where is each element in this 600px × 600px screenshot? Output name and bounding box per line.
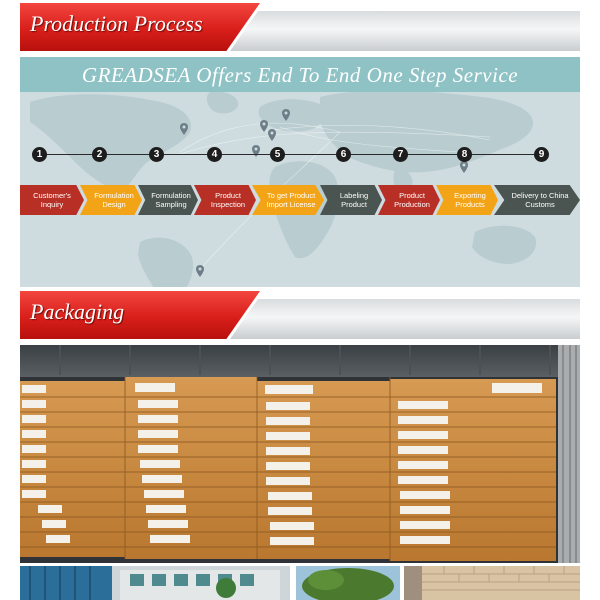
- packaging-photo: [20, 345, 580, 563]
- tree-photo-thumbnail: [296, 566, 400, 600]
- step-exporting-products: Exporting Products: [436, 185, 498, 215]
- tree-photo-image: [296, 566, 400, 600]
- step-number-6: 6: [336, 147, 351, 162]
- service-header: GREADSEA Offers End To End One Step Serv…: [20, 57, 580, 92]
- map-pin-icon: [282, 109, 290, 121]
- step-formulation-design: Formulation Design: [80, 185, 142, 215]
- map-pin-icon: [268, 129, 276, 141]
- banner-gray-band: [230, 11, 580, 51]
- factory-photo-thumbnail: [20, 566, 290, 600]
- step-product-inspection: Product Inspection: [194, 185, 256, 215]
- banner-red-tab: [20, 291, 260, 339]
- step-number-4: 4: [207, 147, 222, 162]
- map-pin-icon: [460, 161, 468, 173]
- cartons-image: [20, 345, 580, 563]
- map-pin-icon: [260, 120, 268, 132]
- step-number-3: 3: [149, 147, 164, 162]
- step-number-1: 1: [32, 147, 47, 162]
- step-formulation-sampling: Formulation Sampling: [138, 185, 198, 215]
- packaging-title: Packaging: [30, 299, 125, 324]
- map-pin-icon: [180, 123, 188, 135]
- map-pin-icon: [252, 145, 260, 157]
- step-customers-inquiry: Customer's Inquiry: [20, 185, 84, 215]
- service-flow-panel: GREADSEA Offers End To End One Step Serv…: [20, 57, 580, 287]
- production-process-banner: Production Process: [20, 3, 580, 51]
- step-delivery-china-customs: Delivery to China Customs: [494, 185, 580, 215]
- packaging-banner: Packaging: [20, 291, 580, 339]
- step-number-5: 5: [270, 147, 285, 162]
- brick-wall-image: [404, 566, 580, 600]
- step-product-production: Product Production: [378, 185, 440, 215]
- steps-connector-line: [42, 154, 542, 155]
- step-number-8: 8: [457, 147, 472, 162]
- banner-gray-band: [230, 299, 580, 339]
- production-process-title: Production Process: [30, 11, 203, 36]
- brick-wall-photo-thumbnail: [404, 566, 580, 600]
- banner-red-tab: [20, 3, 260, 51]
- step-number-2: 2: [92, 147, 107, 162]
- step-labeling-product: Labeling Product: [320, 185, 382, 215]
- step-import-license: To get Product Import License: [252, 185, 324, 215]
- service-title: GREADSEA Offers End To End One Step Serv…: [81, 63, 519, 87]
- map-pin-icon: [196, 265, 204, 277]
- step-number-9: 9: [534, 147, 549, 162]
- factory-photo-image: [20, 566, 290, 600]
- step-number-7: 7: [393, 147, 408, 162]
